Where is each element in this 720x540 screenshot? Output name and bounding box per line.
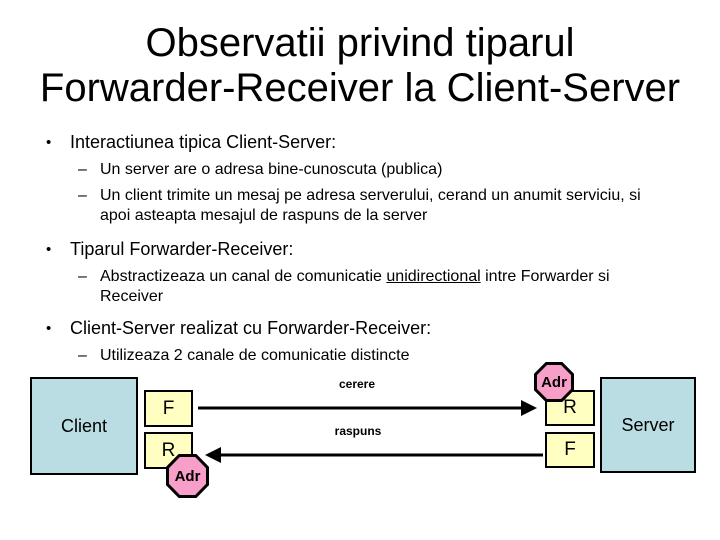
abstractizeaza-pre: Abstractizeaza un canal de comunicatie xyxy=(100,268,387,285)
client-address-badge-label: Adr xyxy=(169,457,206,495)
sub-bullet-abstractizeaza-label: Abstractizeaza un canal de comunicatie u… xyxy=(100,267,670,307)
client-receiver-label: R xyxy=(161,439,176,461)
sub-bullet-server-adresa-label: Un server are o adresa bine-cunoscuta (p… xyxy=(100,161,443,178)
bullet-list: • Interactiunea tipica Client-Server: – … xyxy=(0,131,700,372)
response-arrow xyxy=(205,447,543,463)
dash-icon: – xyxy=(78,347,87,364)
slide-title-line2: Forwarder-Receiver la Client-Server xyxy=(39,66,681,110)
request-arrow-label: cerere xyxy=(338,377,376,391)
server-forwarder-label: F xyxy=(564,439,576,460)
abstractizeaza-post: intre Forwarder si Receiver xyxy=(100,268,610,305)
client-box: Client xyxy=(30,377,138,475)
sub-bullet-utilizeaza-label: Utilizeaza 2 canale de comunicatie disti… xyxy=(100,347,410,364)
server-address-badge: Adr xyxy=(534,362,574,402)
response-arrow-label: raspuns xyxy=(334,424,382,438)
bullet-dot-icon: • xyxy=(46,241,52,258)
client-forwarder-box: F xyxy=(144,390,193,427)
dash-icon: – xyxy=(78,161,87,178)
server-address-badge-label: Adr xyxy=(537,365,571,399)
sub-bullet-abstractizeaza: – Abstractizeaza un canal de comunicatie… xyxy=(0,267,700,307)
sub-bullet-utilizeaza: – Utilizeaza 2 canale de comunicatie dis… xyxy=(0,346,700,366)
sub-bullet-client-mesaj: – Un client trimite un mesaj pe adresa s… xyxy=(0,186,700,226)
bullet-tiparul-label: Tiparul Forwarder-Receiver: xyxy=(70,239,294,259)
client-forwarder-label: F xyxy=(162,397,175,419)
bullet-dot-icon: • xyxy=(46,320,52,337)
client-address-badge: Adr xyxy=(166,454,209,498)
request-arrow xyxy=(198,400,537,416)
bullet-interactiunea-label: Interactiunea tipica Client-Server: xyxy=(70,132,337,152)
dash-icon: – xyxy=(78,268,87,285)
abstractizeaza-underlined-word: unidirectional xyxy=(386,268,481,285)
server-box: Server xyxy=(600,377,696,473)
server-forwarder-box: F xyxy=(545,432,595,468)
slide-title-line1: Observatii privind tiparul xyxy=(145,21,575,65)
bullet-client-server-realizat: • Client-Server realizat cu Forwarder-Re… xyxy=(0,317,700,340)
server-box-label: Server xyxy=(621,414,675,435)
sub-bullet-client-mesaj-label: Un client trimite un mesaj pe adresa ser… xyxy=(100,187,641,224)
bullet-interactiunea: • Interactiunea tipica Client-Server: xyxy=(0,131,700,154)
sub-bullet-server-adresa: – Un server are o adresa bine-cunoscuta … xyxy=(0,160,700,180)
client-box-label: Client xyxy=(60,415,108,436)
slide-title: Observatii privind tiparul Forwarder-Rec… xyxy=(0,21,720,111)
server-receiver-label: R xyxy=(563,397,577,418)
bullet-tiparul: • Tiparul Forwarder-Receiver: xyxy=(0,238,700,261)
dash-icon: – xyxy=(78,187,87,204)
bullet-dot-icon: • xyxy=(46,134,52,151)
bullet-client-server-realizat-label: Client-Server realizat cu Forwarder-Rece… xyxy=(70,318,432,338)
